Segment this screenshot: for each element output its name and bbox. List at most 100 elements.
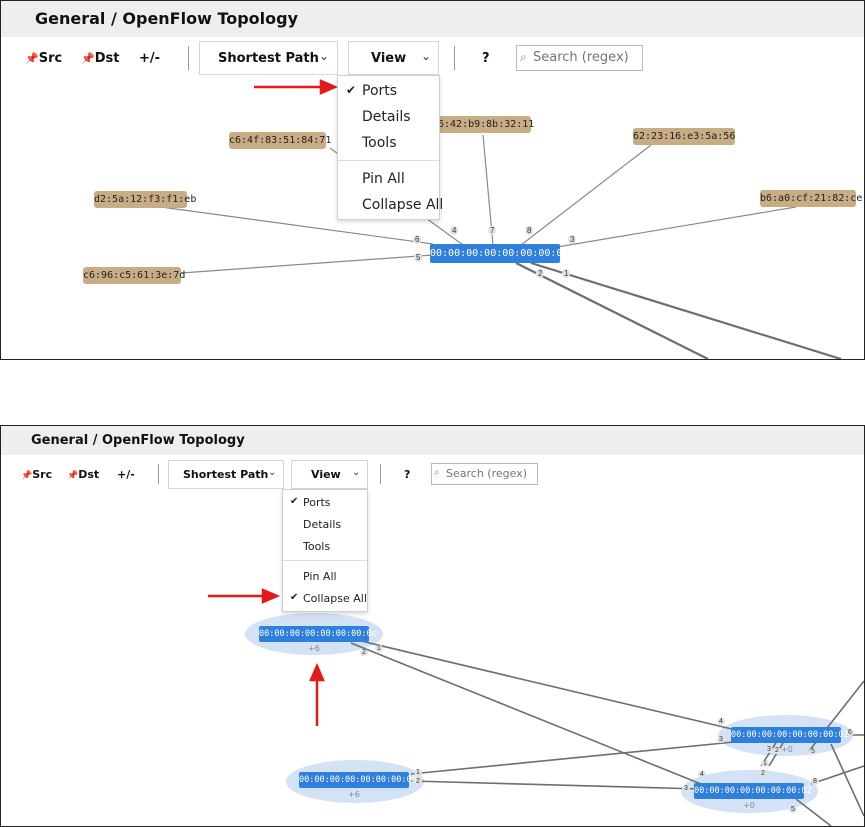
shortest-path-dropdown[interactable]: Shortest Path ⌄ bbox=[199, 41, 338, 75]
search-box[interactable]: ⌕ bbox=[516, 45, 643, 71]
panel-title-bar: General / OpenFlow Topology bbox=[1, 426, 864, 455]
port-label: 5 bbox=[789, 806, 797, 813]
pin-icon: 📌 bbox=[67, 471, 79, 481]
edge bbox=[410, 741, 735, 775]
port-label: 1 bbox=[562, 269, 571, 278]
edge bbox=[350, 642, 702, 785]
expand-collapse-button[interactable]: +/- bbox=[117, 468, 135, 481]
arrow-head bbox=[309, 662, 325, 682]
menu-item-tools[interactable]: Tools bbox=[362, 135, 397, 151]
menu-item-ports[interactable]: Ports bbox=[303, 496, 331, 509]
switch-node[interactable]: 00:00:00:00:00:00:00:0c bbox=[430, 244, 568, 263]
edge bbox=[810, 765, 864, 785]
edge bbox=[830, 743, 864, 817]
topology-graph-bottom bbox=[208, 588, 864, 826]
port-label: 8 bbox=[811, 778, 819, 785]
port-label: 3 bbox=[765, 746, 773, 753]
edge bbox=[556, 206, 797, 248]
port-label: 4 bbox=[450, 226, 459, 235]
checkmark-icon: ✔ bbox=[290, 592, 299, 603]
page-title: General / OpenFlow Topology bbox=[35, 9, 299, 28]
expand-collapse-button[interactable]: +/- bbox=[139, 51, 161, 66]
src-pin-button[interactable]: 📌Src bbox=[25, 51, 63, 66]
port-label: 2 bbox=[360, 649, 368, 656]
view-menu: ✔ Ports Details Tools Pin All Collapse A… bbox=[337, 75, 444, 220]
menu-item-ports[interactable]: Ports bbox=[362, 83, 398, 99]
host-node[interactable]: 6:42:b9:8b:32:11 bbox=[438, 116, 534, 133]
menu-divider bbox=[283, 560, 367, 561]
menu-item-pin-all[interactable]: Pin All bbox=[362, 171, 405, 187]
dst-pin-button[interactable]: 📌Dst bbox=[81, 51, 120, 66]
panel-title-bar: General / OpenFlow Topology bbox=[1, 1, 864, 37]
help-button[interactable]: ? bbox=[404, 468, 411, 481]
edge bbox=[795, 798, 832, 826]
toolbar-divider bbox=[188, 46, 189, 70]
chevron-down-icon: ⌄ bbox=[352, 467, 361, 478]
chevron-down-icon: ⌄ bbox=[421, 49, 432, 63]
page-title: General / OpenFlow Topology bbox=[31, 433, 245, 448]
port-label: 3 bbox=[717, 736, 725, 743]
checkmark-icon: ✔ bbox=[346, 83, 357, 97]
arrow-head bbox=[319, 79, 339, 95]
switch-node[interactable]: 00:00:00:00:00:00:00:02 bbox=[694, 783, 812, 799]
help-button[interactable]: ? bbox=[482, 51, 490, 66]
port-label: 2 bbox=[536, 269, 545, 278]
menu-item-details[interactable]: Details bbox=[362, 109, 411, 125]
port-label: 2 bbox=[759, 770, 767, 777]
host-node[interactable]: c6:96:c5:61:3e:7d bbox=[83, 267, 185, 284]
port-label: 8 bbox=[525, 226, 534, 235]
switch-node[interactable]: 00:00:00:00:00:00:00:0b bbox=[299, 772, 417, 788]
host-node[interactable]: c6:4f:83:51:84:71 bbox=[229, 132, 331, 149]
pin-icon: 📌 bbox=[25, 52, 39, 65]
edge bbox=[160, 206, 434, 245]
port-label: 6 bbox=[413, 235, 422, 244]
chevron-down-icon: ⌄ bbox=[319, 49, 330, 63]
search-icon: ⌕ bbox=[520, 50, 527, 64]
edge bbox=[180, 254, 434, 274]
menu-item-tools[interactable]: Tools bbox=[303, 540, 331, 553]
port-label: 1 bbox=[375, 645, 383, 652]
host-node[interactable]: d2:5a:12:f3:f1:eb bbox=[94, 191, 196, 208]
host-node[interactable]: b6:a0:cf:21:82:ce bbox=[760, 190, 862, 207]
checkmark-icon: ✔ bbox=[290, 496, 299, 507]
dst-pin-button[interactable]: 📌Dst bbox=[67, 468, 100, 481]
menu-divider bbox=[338, 160, 439, 161]
host-node[interactable]: 62:23:16:e3:5a:56 bbox=[633, 128, 735, 145]
port-label: 4 bbox=[717, 718, 725, 725]
port-label: 1 bbox=[414, 769, 422, 776]
pin-icon: 📌 bbox=[21, 471, 33, 481]
edge bbox=[410, 780, 702, 790]
search-icon: ⌕ bbox=[434, 467, 440, 478]
topology-panel-bottom: General / OpenFlow Topology 📌Src 📌Dst +/… bbox=[0, 425, 865, 827]
topology-panel-top: General / OpenFlow Topology 📌Src 📌Dst +/… bbox=[0, 0, 865, 360]
view-menu: ✔ Ports Details Tools Pin All ✔ Collapse… bbox=[282, 489, 368, 612]
view-dropdown[interactable]: View ⌄ bbox=[291, 460, 368, 489]
edge bbox=[360, 640, 737, 731]
port-label: 5 bbox=[809, 748, 817, 755]
shortest-path-dropdown[interactable]: Shortest Path ⌄ bbox=[168, 460, 284, 489]
search-input[interactable] bbox=[533, 50, 641, 65]
menu-item-details[interactable]: Details bbox=[303, 518, 342, 531]
port-label: 3 bbox=[682, 785, 690, 792]
search-input[interactable] bbox=[446, 467, 536, 480]
toolbar-divider bbox=[380, 464, 381, 484]
port-label: 1 bbox=[761, 760, 769, 767]
port-label: 2 bbox=[773, 747, 781, 754]
switch-host-count: +6 bbox=[348, 790, 360, 799]
view-dropdown[interactable]: View ⌄ bbox=[348, 41, 439, 75]
search-box[interactable]: ⌕ bbox=[431, 463, 538, 485]
switch-node[interactable]: 00:00:00:00:00:00:00:01 bbox=[731, 727, 849, 743]
port-label: 6 bbox=[846, 729, 854, 736]
menu-item-collapse-all[interactable]: Collapse All bbox=[303, 592, 367, 605]
arrow-head bbox=[261, 588, 281, 604]
menu-item-collapse-all[interactable]: Collapse All bbox=[362, 197, 444, 213]
port-label: 4 bbox=[698, 771, 706, 778]
pin-icon: 📌 bbox=[81, 52, 95, 65]
port-label: 7 bbox=[488, 226, 497, 235]
chevron-down-icon: ⌄ bbox=[268, 467, 277, 478]
menu-item-pin-all[interactable]: Pin All bbox=[303, 570, 337, 583]
toolbar-divider bbox=[158, 464, 159, 484]
src-pin-button[interactable]: 📌Src bbox=[21, 468, 53, 481]
port-label: 5 bbox=[414, 253, 423, 262]
switch-node[interactable]: 00:00:00:00:00:00:00:0c bbox=[259, 626, 377, 642]
